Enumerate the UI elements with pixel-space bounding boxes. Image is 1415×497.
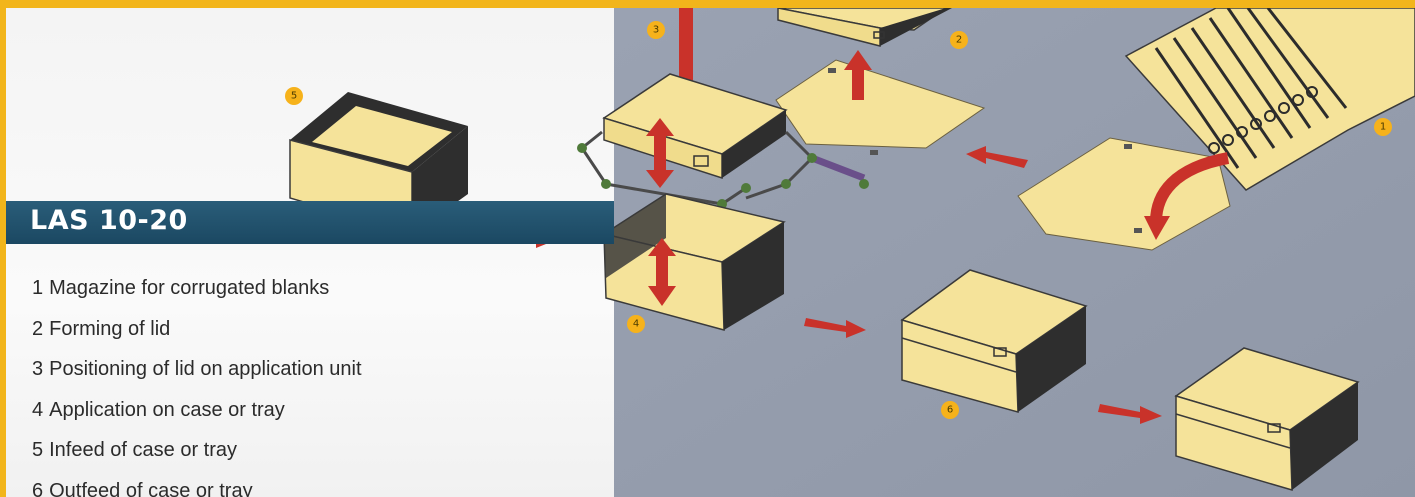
badge-5: 5 [285, 87, 303, 105]
svg-text:2: 2 [956, 35, 962, 46]
badge-1: 1 [1374, 118, 1392, 136]
svg-text:6: 6 [947, 405, 953, 416]
svg-text:5: 5 [291, 91, 297, 102]
title-banner: LAS 10-20 [6, 201, 614, 244]
badge-4: 4 [627, 315, 645, 333]
badge-6: 6 [941, 401, 959, 419]
badge-2: 2 [950, 31, 968, 49]
svg-text:4: 4 [633, 319, 639, 330]
badge-3: 3 [647, 21, 665, 39]
diagram-title: LAS 10-20 [30, 205, 188, 236]
svg-text:3: 3 [653, 25, 659, 36]
svg-text:1: 1 [1380, 122, 1386, 133]
